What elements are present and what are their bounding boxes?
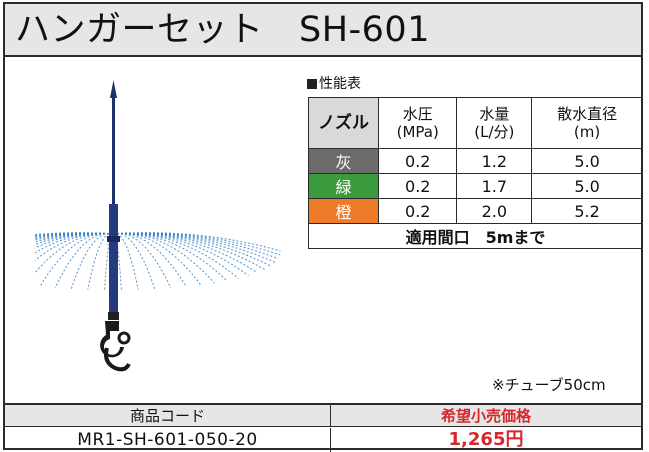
diameter-cell: 5.0 [531,148,643,174]
diameter-cell: 5.0 [531,173,643,199]
spray-stream [112,232,156,290]
spray-stream [35,232,114,240]
header-pressure-unit: (MPa) [396,123,439,141]
product-title: ハンガーセット SH-601 [15,10,430,50]
flow-cell: 1.7 [456,173,533,199]
spray-stream [35,232,114,249]
product-card: ハンガーセット SH-601 性能表 ノズル 水圧 (MPa) [3,2,643,452]
nozzle-cell: 橙 [308,198,379,224]
nozzle-label: 橙 [335,203,352,222]
spray-stream [35,232,114,262]
spray-stream [112,232,172,289]
spray-fan-illustration [35,232,281,290]
nozzle-head [108,312,119,320]
pipe-band [107,236,120,242]
spray-stream [39,232,114,287]
header-diameter: 散水直径 (m) [531,97,643,149]
price-label: 希望小売価格 [331,405,641,427]
header-pressure-label: 水圧 [402,105,433,123]
top-pipe-tip [110,80,117,98]
spray-stream [112,232,187,287]
product-code-label: 商品コード [5,405,331,427]
price-value: 1,265円 [448,429,524,450]
usage-row: 適用間口 5mまで [308,223,643,249]
spray-stream [35,232,114,238]
header-diameter-unit: (m) [573,123,601,141]
usage-cell: 適用間口 5mまで [308,223,643,249]
spray-stream [112,232,239,279]
header-pressure: 水圧 (MPa) [377,97,458,149]
hanger-sprinkler-illustration [35,80,281,372]
table-row: 緑 0.2 1.7 5.0 [308,173,643,199]
spray-stream [35,232,114,246]
pressure-cell: 0.2 [377,148,458,174]
spray-stream [112,232,215,284]
nozzle-label: 灰 [335,153,352,172]
spray-stream [35,232,114,241]
price-table: 商品コード 希望小売価格 MR1-SH-601-050-20 1,265円 [5,403,641,452]
table-row: 橙 0.2 2.0 5.2 [308,198,643,224]
header-nozzle: ノズル [308,97,379,149]
spray-stream [112,232,271,267]
diameter-cell: 5.2 [531,198,643,224]
spec-heading-text: 性能表 [319,76,361,92]
hook-ring [117,331,131,345]
spray-stream [70,232,114,290]
spray-stream [112,232,276,263]
header-flow: 水量 (L/分) [456,97,533,149]
spray-stream [112,232,281,252]
square-bullet-icon [307,79,317,89]
main-pipe [109,204,118,314]
title-bar: ハンガーセット SH-601 [5,4,641,57]
top-pipe [112,96,115,206]
product-code: MR1-SH-601-050-20 [5,428,331,452]
header-flow-label: 水量 [479,105,510,123]
table-row: 灰 0.2 1.2 5.0 [308,148,643,174]
nozzle-cell: 緑 [308,173,379,199]
spray-stream [35,232,114,243]
header-flow-unit: (L/分) [474,123,515,141]
spray-stream [35,232,114,237]
spec-heading: 性能表 [307,73,361,93]
spray-stream [54,232,114,289]
hook-tail [104,347,131,372]
hanger-hook [100,321,124,358]
nozzle-label: 緑 [335,178,352,197]
spray-stream [112,232,202,286]
spray-stream [35,232,114,274]
flow-cell: 1.2 [456,148,533,174]
tube-note: ※チューブ50cm [492,376,606,394]
pressure-cell: 0.2 [377,173,458,199]
pressure-cell: 0.2 [377,198,458,224]
flow-cell: 2.0 [456,198,533,224]
table-header-row: ノズル 水圧 (MPa) 水量 (L/分) 散水直径 (m) [308,97,643,149]
header-diameter-label: 散水直径 [557,105,618,123]
nozzle-cell: 灰 [308,148,379,174]
performance-table: ノズル 水圧 (MPa) 水量 (L/分) 散水直径 (m) 灰 0.2 1 [308,97,643,249]
